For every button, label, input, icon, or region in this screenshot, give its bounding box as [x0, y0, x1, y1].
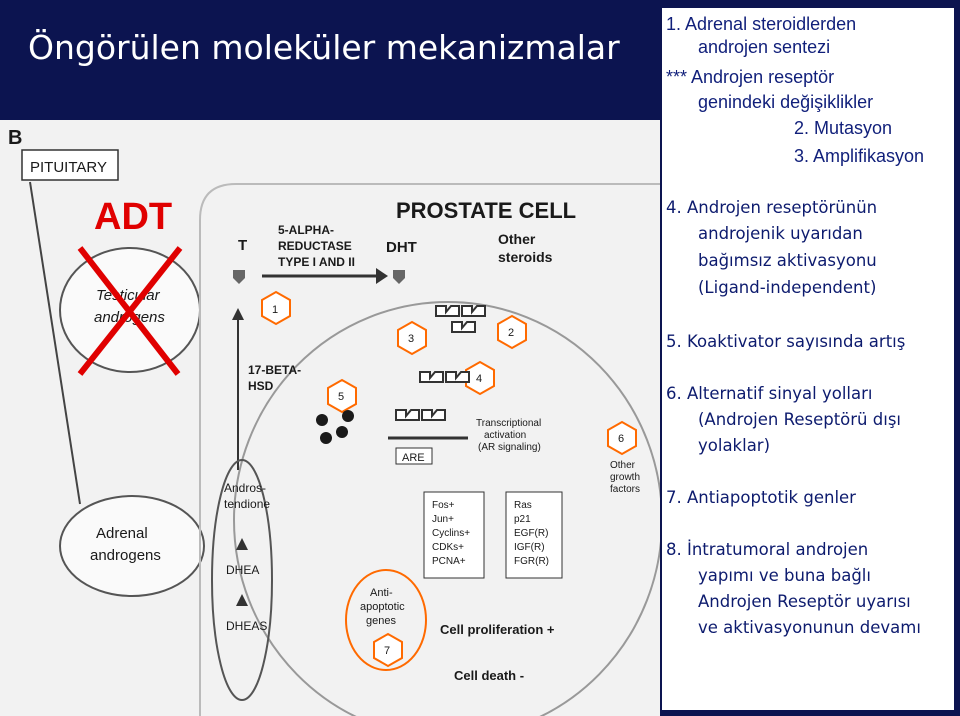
badge-1: 1 — [272, 304, 278, 316]
adrenal-circle — [59, 495, 205, 597]
badge-2: 2 — [508, 327, 514, 339]
prostate-cell-label: PROSTATE CELL — [396, 198, 576, 223]
dhea-label: DHEA — [226, 563, 259, 577]
hsd-line-1: 17-BETA- — [248, 363, 301, 377]
item-ar-line1: *** Androjen reseptör — [666, 67, 835, 87]
cell-proliferation: Cell proliferation + — [440, 622, 555, 637]
box-left-5: PCNA+ — [432, 556, 466, 567]
other-growth-3: factors — [610, 484, 640, 495]
badge-7: 7 — [384, 645, 390, 657]
item3: 3. Amplifikasyon — [794, 146, 925, 166]
anti-apoptotic-oval — [345, 569, 427, 671]
badge-5: 5 — [338, 391, 344, 403]
nucleus-circle — [233, 301, 660, 716]
are-label: ARE — [402, 452, 425, 464]
testicular-label-1: Testicular — [96, 287, 161, 304]
are-box — [395, 447, 433, 465]
item8-line3: Androjen Reseptör uyarısı — [698, 592, 911, 611]
reductase-arrowhead — [376, 268, 388, 284]
mechanism-list-panel: 1. Adrenal steroidlerden androjen sentez… — [660, 6, 956, 712]
anti-apoptotic-1: Anti- — [370, 587, 393, 599]
testicular-label-2: androgens — [94, 309, 165, 326]
dheas-arrowhead — [236, 594, 248, 606]
item1-line2: androjen sentezi — [698, 37, 831, 57]
hsd-line-2: HSD — [248, 379, 274, 393]
dht-label: DHT — [386, 239, 417, 256]
badge-3: 3 — [408, 333, 414, 345]
dht-receptor-icon — [393, 270, 405, 284]
transcriptional-3: (AR signaling) — [478, 442, 541, 453]
item4-line2: androjenik uyarıdan — [698, 224, 863, 243]
adrenal-label-2: androgens — [90, 547, 161, 564]
dheas-label: DHEAS — [226, 619, 267, 633]
anti-apoptotic-2: apoptotic — [360, 601, 405, 613]
item7: 7. Antiapoptotik genler — [666, 488, 856, 507]
hsd-arrowhead — [232, 308, 244, 320]
t-label: T — [238, 237, 247, 254]
adrenal-pathway-oval — [211, 459, 273, 701]
item4-line4: (Ligand-independent) — [698, 278, 877, 297]
item6-line3: yolaklar) — [698, 436, 771, 455]
t-receptor-icon — [233, 270, 245, 284]
figure-drawing: B PITUITARY Testicular androgens Adrenal… — [8, 127, 660, 716]
coactivator-dots — [316, 410, 354, 444]
adt-label: ADT — [94, 196, 173, 238]
other-growth-1: Other — [610, 460, 636, 471]
badge-6: 6 — [618, 433, 624, 445]
item6-line1: 6. Alternatif sinyal yolları — [666, 384, 873, 403]
item6-line2: (Androjen Reseptörü dışı — [698, 410, 901, 429]
box-left-3: Cyclins+ — [432, 528, 470, 539]
pituitary-arrow — [29, 181, 81, 505]
box-left-4: CDKs+ — [432, 542, 464, 553]
anti-apoptotic-3: genes — [366, 615, 396, 627]
box-right-1: Ras — [514, 500, 532, 511]
adrenal-label-1: Adrenal — [96, 525, 148, 542]
item8-line1: 8. İntratumoral androjen — [666, 540, 869, 559]
badges: 1 2 3 4 5 6 7 — [261, 290, 637, 668]
panel-letter: B — [8, 127, 22, 149]
mechanism-figure: B PITUITARY Testicular androgens Adrenal… — [0, 120, 660, 716]
box-right-5: FGR(R) — [514, 556, 549, 567]
androstenedione-1: Andros- — [224, 481, 266, 495]
box-right-2: p21 — [514, 514, 531, 525]
other-steroids-2: steroids — [498, 249, 553, 265]
box-left — [423, 491, 485, 579]
reductase-line-1: 5-ALPHA- — [278, 223, 334, 237]
transcriptional-1: Transcriptional — [476, 418, 541, 429]
item5: 5. Koaktivator sayısında artış — [666, 332, 906, 351]
box-left-1: Fos+ — [432, 500, 455, 511]
reductase-line-2: REDUCTASE — [278, 239, 352, 253]
transcriptional-2: activation — [484, 430, 526, 441]
item8-line2: yapımı ve buna bağlı — [698, 566, 871, 585]
item8-line4: ve aktivasyonunun devamı — [698, 618, 921, 637]
androstenedione-2: tendione — [224, 497, 270, 511]
item2: 2. Mutasyon — [794, 118, 893, 138]
box-right-3: EGF(R) — [514, 528, 548, 539]
slide-title: Öngörülen moleküler mekanizmalar — [0, 0, 655, 120]
cell-death: Cell death - — [454, 668, 524, 683]
box-right — [505, 491, 563, 579]
item-ar-line2: genindeki değişiklikler — [698, 92, 874, 112]
receptor-dimers — [395, 305, 486, 421]
badge-4: 4 — [476, 373, 482, 385]
box-left-2: Jun+ — [432, 514, 454, 525]
pituitary-label: PITUITARY — [30, 159, 107, 176]
reductase-line-3: TYPE I AND II — [278, 255, 355, 269]
box-right-4: IGF(R) — [514, 542, 545, 553]
dhea-arrowhead — [236, 538, 248, 550]
item4-line1: 4. Androjen reseptörünün — [666, 198, 878, 217]
item4-line3: bağımsız aktivasyonu — [698, 251, 877, 270]
other-growth-2: growth — [610, 472, 640, 483]
pituitary-box — [21, 149, 119, 181]
other-steroids-1: Other — [498, 231, 536, 247]
cell-wall — [199, 183, 660, 716]
adt-cross-line-2 — [77, 246, 183, 376]
item1-line1: 1. Adrenal steroidlerden — [666, 14, 857, 34]
